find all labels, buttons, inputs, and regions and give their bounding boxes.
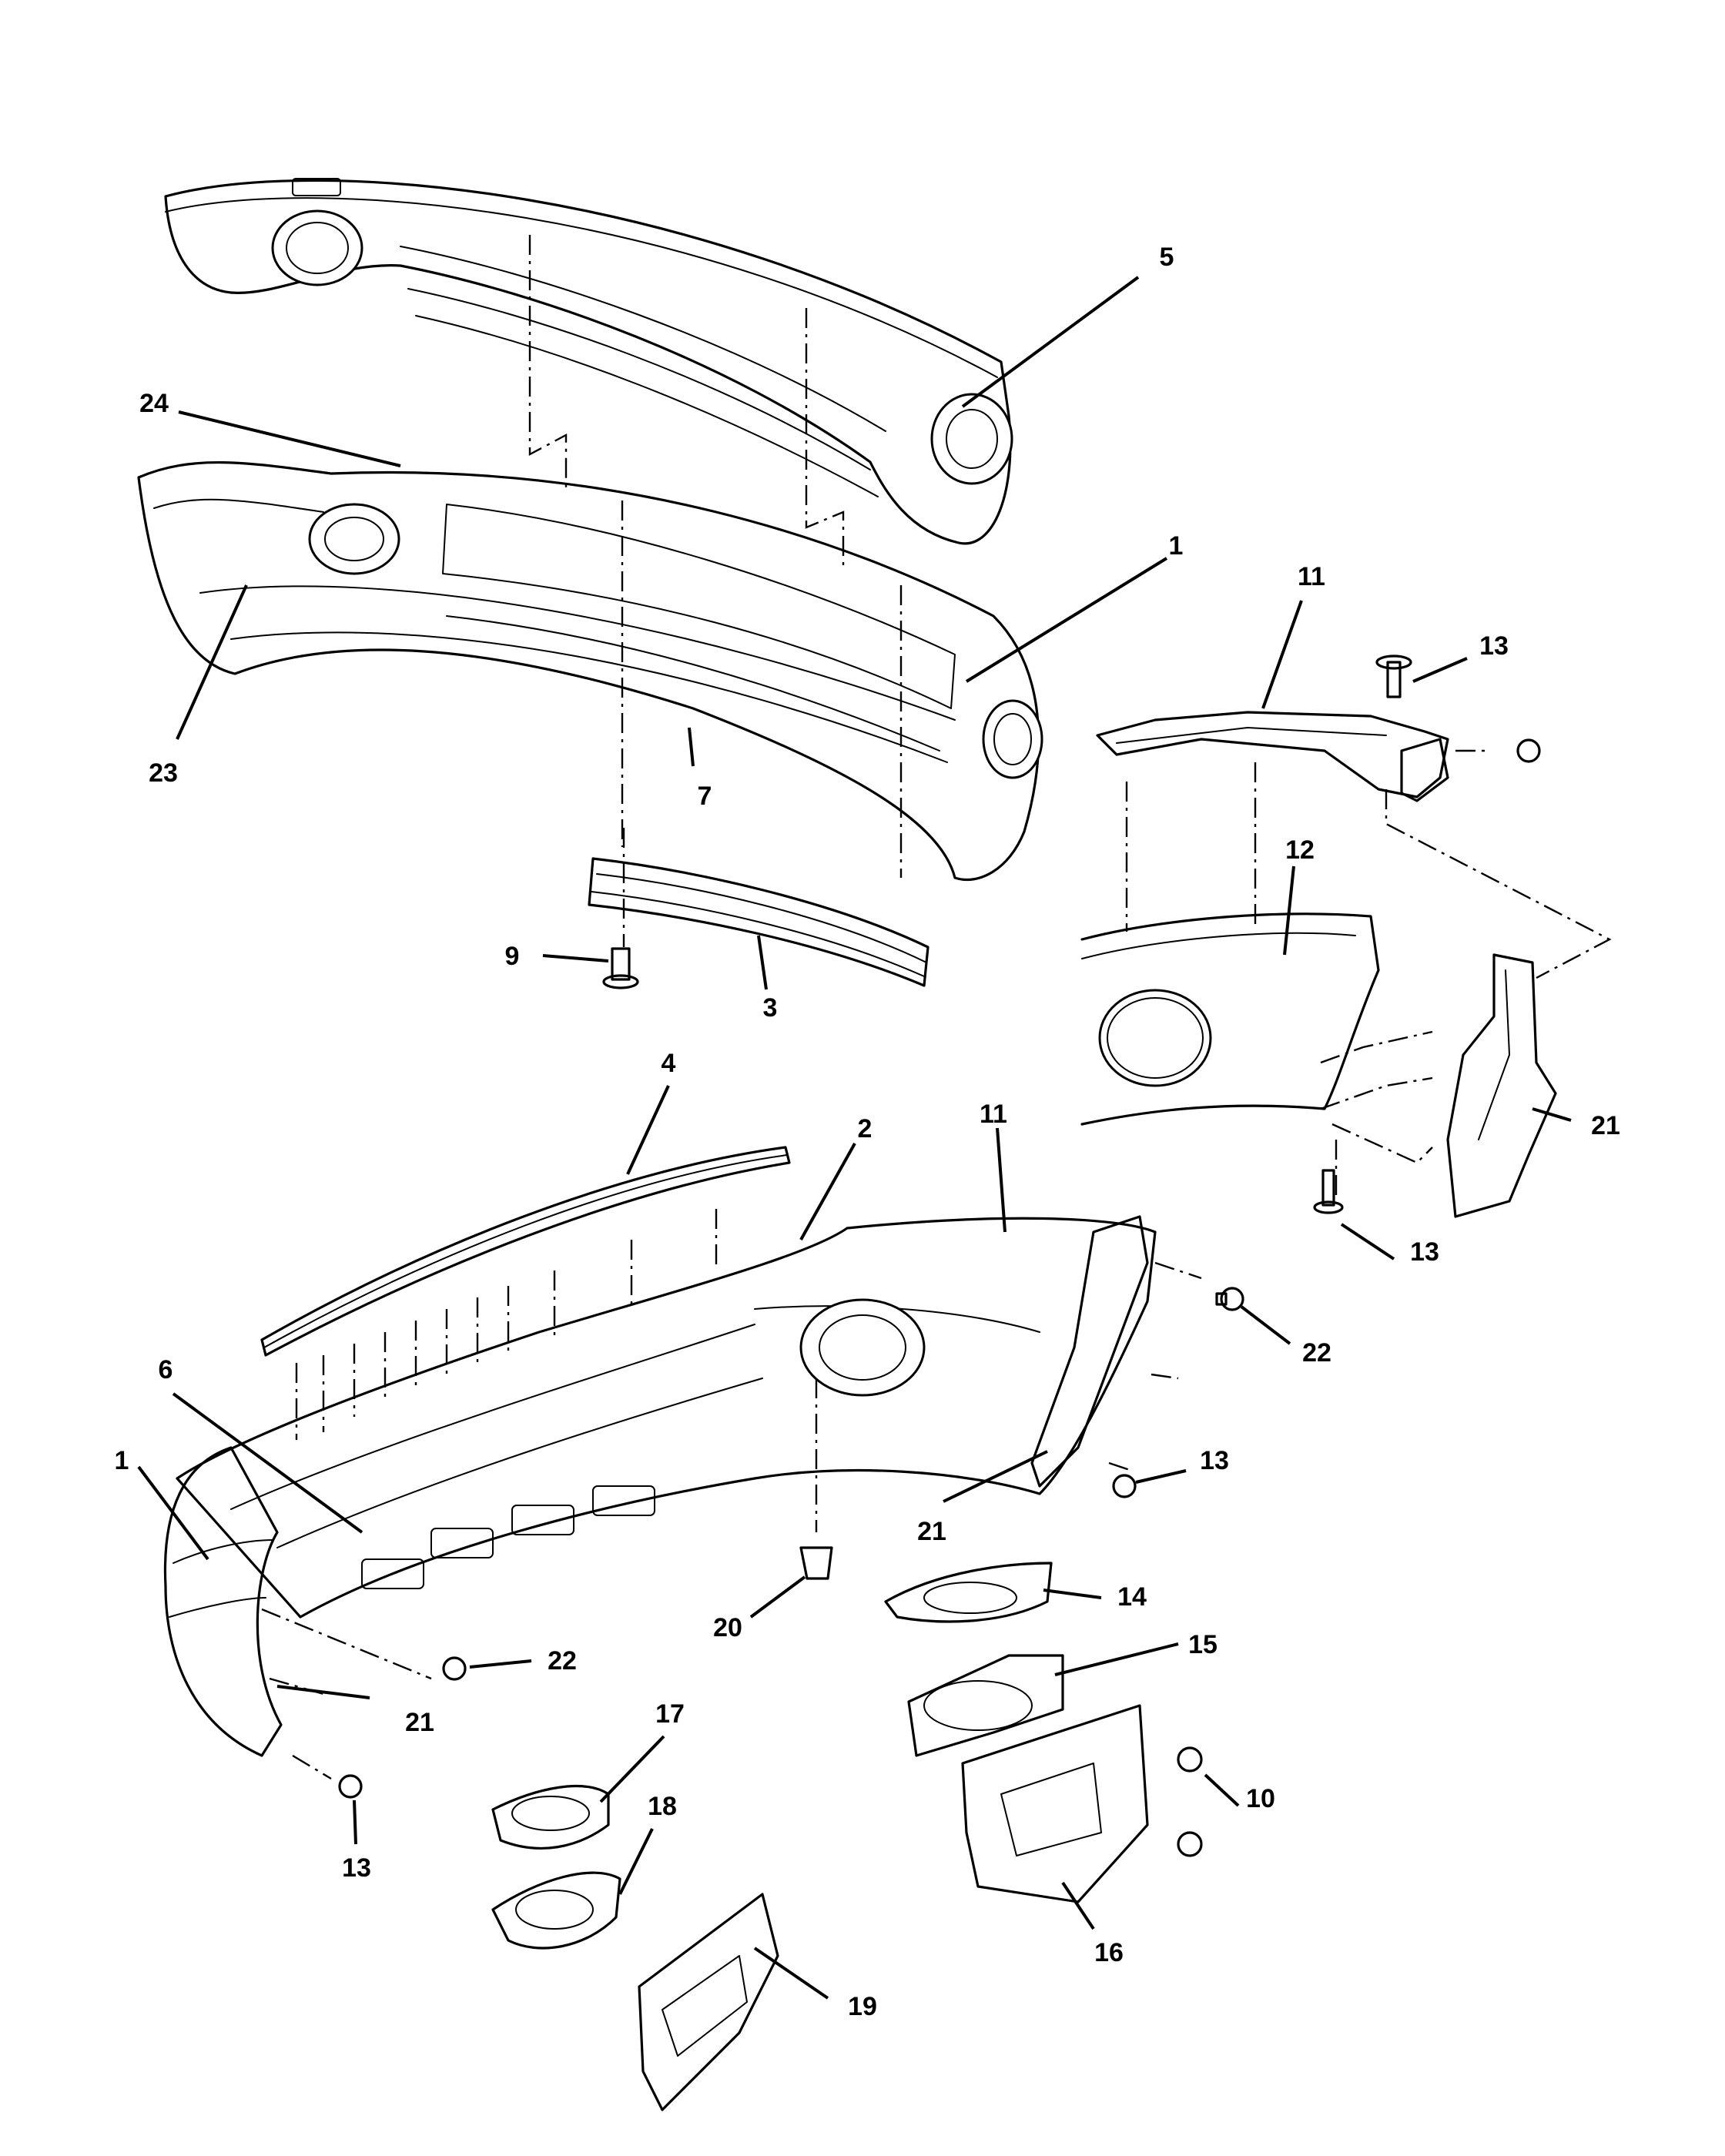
callout-13-bottom-left: 13 (342, 1853, 371, 1883)
part-12-fascia-end-right (1080, 912, 1380, 1126)
callout-17: 17 (655, 1699, 685, 1729)
part-13-screw-lower-left (338, 1774, 363, 1799)
callout-19: 19 (848, 1992, 877, 2021)
callout-16: 16 (1094, 1938, 1124, 1967)
part-2-bumper-assembly (176, 1217, 1157, 1619)
part-15-bracket (907, 1654, 1064, 1757)
part-21-bracket-lower (1030, 1215, 1149, 1488)
callout-18: 18 (648, 1792, 677, 1821)
part-11-bracket-right (1096, 711, 1449, 802)
callout-24: 24 (139, 389, 169, 418)
callout-13-right-lower: 13 (1410, 1237, 1439, 1267)
callout-6: 6 (159, 1355, 173, 1384)
part-21-side-bracket-right (1446, 953, 1557, 1218)
part-22-nut-right (1215, 1287, 1244, 1311)
callout-4: 4 (662, 1049, 676, 1078)
part-20-clip (799, 1546, 833, 1580)
leader-lines (137, 276, 1572, 2000)
part-19-shield (638, 1893, 779, 2111)
callout-12: 12 (1285, 835, 1315, 865)
part-13-screw-right-top (1375, 654, 1541, 763)
callout-21-right: 21 (1591, 1111, 1620, 1140)
callout-14: 14 (1117, 1582, 1147, 1612)
callout-13-center: 13 (1200, 1446, 1229, 1475)
callout-labels: 5 24 1 11 13 23 7 12 9 3 4 2 11 21 13 22… (115, 243, 1620, 2021)
callout-7: 7 (698, 782, 712, 811)
alignment-lines-upper (528, 235, 903, 947)
callout-3: 3 (763, 993, 778, 1023)
part-17-bracket (491, 1785, 610, 1850)
part-22-nut-left (442, 1656, 467, 1681)
callout-21-center: 21 (917, 1517, 946, 1546)
alignment-lines-lower (261, 1209, 1202, 1780)
callout-1-lower: 1 (115, 1446, 129, 1475)
part-18-bracket (491, 1871, 621, 1950)
callout-5: 5 (1160, 243, 1174, 272)
part-5-fascia-upper (164, 178, 1013, 545)
part-4-top-strip (260, 1146, 791, 1357)
part-23-fascia-main (137, 460, 1043, 882)
alignment-lines-right (1125, 749, 1612, 1201)
callout-11-lower: 11 (980, 1100, 1007, 1129)
part-14-bracket (884, 1562, 1053, 1623)
callout-1-upper: 1 (1169, 531, 1184, 561)
callout-11-upper: 11 (1298, 562, 1325, 591)
callout-15: 15 (1188, 1630, 1218, 1659)
part-13-screw-lower-right (1112, 1474, 1137, 1498)
callout-21-left: 21 (405, 1708, 434, 1737)
part-9-push-pin (602, 947, 639, 989)
part-16-shield (961, 1704, 1149, 1903)
callout-22-left: 22 (548, 1646, 577, 1676)
part-13-screw-right-bottom (1313, 1169, 1344, 1214)
callout-20: 20 (713, 1613, 742, 1642)
callout-9: 9 (505, 942, 520, 971)
part-10-nuts (1177, 1746, 1203, 1857)
callout-10: 10 (1246, 1784, 1275, 1813)
callout-13-top-right: 13 (1479, 631, 1509, 661)
callout-2: 2 (858, 1114, 873, 1143)
callout-23: 23 (149, 758, 178, 788)
part-3-valance (588, 857, 929, 987)
callout-22-right: 22 (1302, 1338, 1331, 1368)
part-1-end-cap-left (163, 1446, 283, 1757)
